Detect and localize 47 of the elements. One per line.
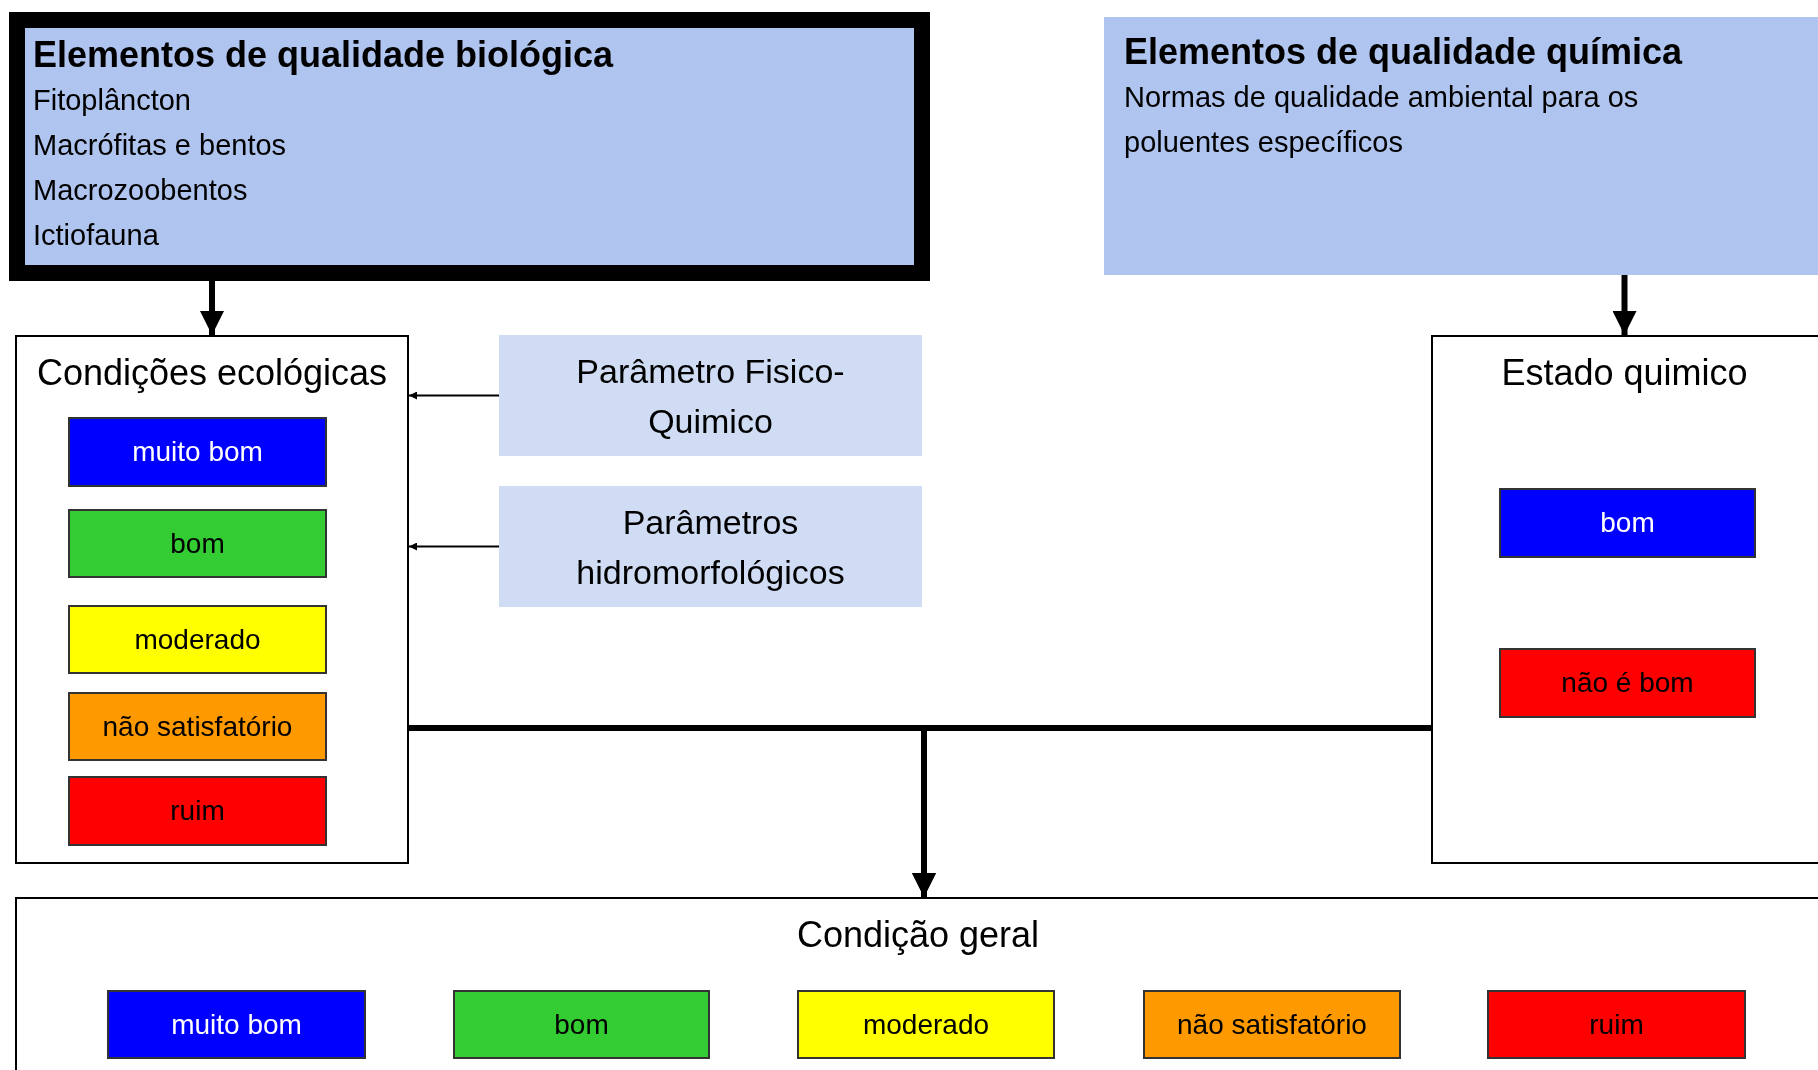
rating-box — [1487, 990, 1746, 1059]
rating-box — [68, 509, 327, 578]
panel-heading: Condição geral — [795, 913, 1041, 957]
rating-box — [1499, 648, 1756, 718]
parameter-box — [499, 486, 922, 607]
panel-heading: Condições ecológicas — [35, 351, 389, 395]
group-heading: Elementos de qualidade química — [1124, 30, 1684, 74]
rating-box — [1143, 990, 1401, 1059]
arrow — [1612, 275, 1637, 335]
rating-label: não é bom — [1561, 666, 1694, 700]
status-panel — [15, 897, 1818, 1070]
rating-box — [68, 692, 327, 761]
rating-label: bom — [554, 1007, 609, 1042]
rating-label: bom — [170, 526, 225, 561]
rating-label: ruim — [1589, 1007, 1644, 1042]
rating-box — [1499, 488, 1756, 558]
panel-heading: Estado quimico — [1500, 351, 1749, 395]
element-group-box — [1104, 17, 1818, 275]
arrow — [408, 542, 500, 551]
rating-label: moderado — [134, 622, 261, 657]
status-panel — [1431, 335, 1818, 864]
rating-box — [68, 776, 327, 846]
parameter-box — [499, 335, 922, 456]
group-heading: Elementos de qualidade biológica — [33, 33, 615, 77]
element-group-box — [9, 12, 930, 281]
parameter-label: Parâmetro Fisico-Quimico — [575, 350, 846, 442]
arrow — [408, 391, 500, 400]
rating-label: não satisfatório — [102, 709, 293, 744]
rating-box — [68, 417, 327, 487]
rating-label: ruim — [170, 794, 225, 828]
rating-box — [68, 605, 327, 674]
arrow — [200, 281, 224, 335]
rating-box — [107, 990, 366, 1059]
status-panel — [15, 335, 409, 864]
element-text: Macrozoobentos — [33, 173, 249, 208]
element-text: Normas de qualidade ambiental para os poluentes específicos — [1124, 80, 1640, 160]
rating-label: não satisfatório — [1177, 1007, 1367, 1042]
element-text: Fitoplâncton — [33, 83, 192, 118]
rating-box — [453, 990, 710, 1059]
element-text: Macrófitas e bentos — [33, 128, 288, 163]
rating-label: bom — [1600, 506, 1655, 540]
parameter-label: Parâmetros hidromorfológicos — [575, 501, 846, 593]
rating-label: muito bom — [132, 435, 263, 469]
rating-label: moderado — [862, 1007, 990, 1042]
rating-box — [797, 990, 1055, 1059]
element-text: Ictiofauna — [33, 218, 160, 253]
rating-label: muito bom — [171, 1007, 302, 1042]
